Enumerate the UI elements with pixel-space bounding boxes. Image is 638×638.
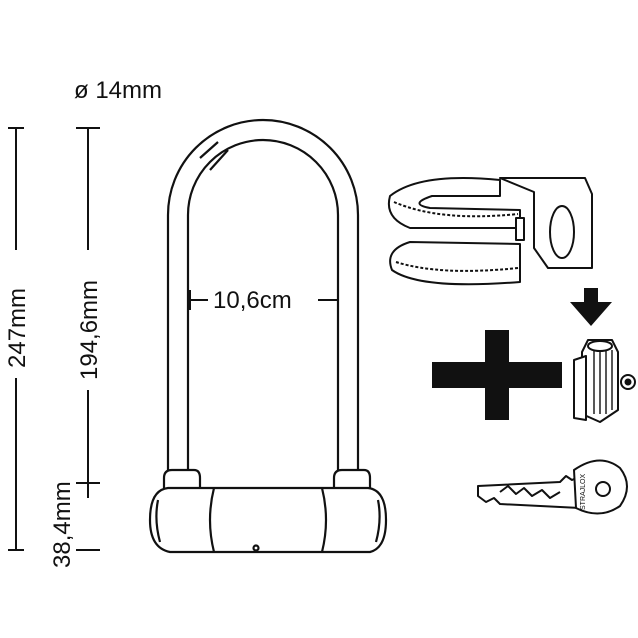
inner-width-label: 10,6cm (213, 287, 292, 314)
total-height-dimension (8, 127, 24, 551)
keyhole (252, 544, 260, 552)
shackle-height-label: 194,6mm (76, 280, 103, 380)
inner-width-dimension (189, 290, 339, 310)
total-height-label: 247mm (4, 288, 31, 368)
key-icon: STRAJLOX (477, 459, 628, 515)
shackle (166, 118, 360, 482)
plus-icon (432, 330, 562, 420)
diameter-label: ø 14mm (74, 77, 162, 104)
body-height-label: 38,4mm (49, 481, 76, 568)
shackle-height-dimension (76, 127, 100, 551)
lock-body (148, 486, 388, 554)
bracket-mount (388, 177, 593, 286)
u-lock (148, 118, 388, 554)
arrow-down-icon (570, 288, 612, 326)
key-brand-label: STRAJLOX (580, 473, 587, 510)
bracket-clip (573, 339, 636, 423)
